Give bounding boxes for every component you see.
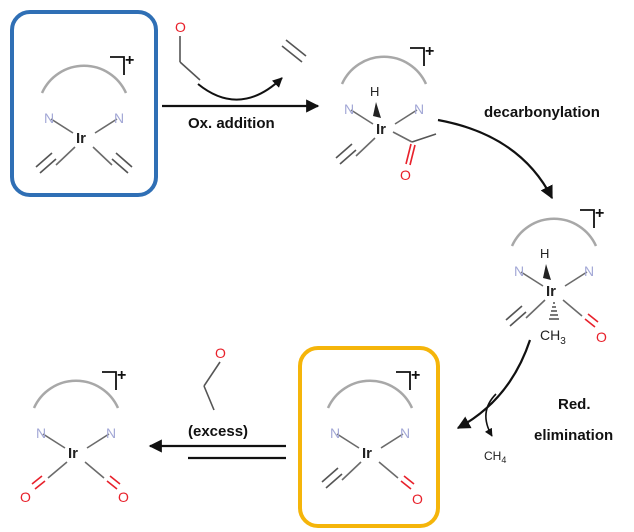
ir: Ir	[546, 283, 556, 300]
n-left: N	[344, 101, 354, 117]
n-left: N	[330, 425, 340, 441]
aldehyde-reagent: O	[175, 19, 201, 81]
charge: +	[425, 43, 434, 60]
o-carbonyl: O	[596, 329, 607, 345]
o-carbonyl: O	[412, 491, 423, 507]
n-left: N	[36, 425, 46, 441]
charge: +	[117, 367, 126, 384]
ox-addition-label: Ox. addition	[188, 115, 275, 132]
red-elimination-arrow	[456, 339, 532, 429]
charge: +	[411, 367, 420, 384]
intermediate-complex-box	[298, 346, 440, 528]
ox-addition-curved-arrow	[197, 77, 283, 101]
n-left: N	[44, 110, 54, 126]
n-right: N	[106, 425, 116, 441]
red-elimination-label-1: Red.	[558, 396, 591, 413]
h: H	[370, 84, 379, 99]
ir: Ir	[376, 121, 386, 138]
o-aldehyde: O	[215, 345, 226, 361]
o-aldehyde: O	[175, 19, 186, 35]
o-carbonyl-left: O	[20, 489, 31, 505]
complex-decarbonylation: N N H Ir CH3 O +	[505, 205, 607, 347]
complex-intermediate: N N Ir O +	[321, 367, 423, 507]
complex-ox-add: N N H Ir O +	[335, 43, 437, 183]
o-carbonyl-right: O	[118, 489, 129, 505]
ir: Ir	[76, 130, 86, 147]
methane-release-arrow	[484, 393, 497, 437]
methyl: CH3	[540, 327, 566, 347]
ir: Ir	[362, 445, 372, 462]
n-right: N	[414, 101, 424, 117]
start-complex-box	[10, 10, 158, 197]
complex-dicarbonyl: N N Ir O O +	[20, 367, 129, 505]
n-right: N	[114, 110, 124, 126]
charge: +	[595, 205, 604, 222]
o-acyl: O	[400, 167, 411, 183]
n-right: N	[584, 263, 594, 279]
ir: Ir	[68, 445, 78, 462]
decarbonylation-arrow	[437, 118, 553, 200]
n-right: N	[400, 425, 410, 441]
h: H	[540, 246, 549, 261]
ethylene-product	[281, 39, 307, 63]
n-left: N	[514, 263, 524, 279]
decarbonylation-label: decarbonylation	[484, 104, 600, 121]
methane-label: CH4	[484, 449, 506, 465]
red-elimination-label-2: elimination	[534, 427, 613, 444]
excess-label: (excess)	[188, 423, 248, 440]
complex-start: N N Ir +	[35, 52, 134, 174]
charge: +	[125, 52, 134, 69]
aldehyde-excess: O	[203, 345, 226, 411]
